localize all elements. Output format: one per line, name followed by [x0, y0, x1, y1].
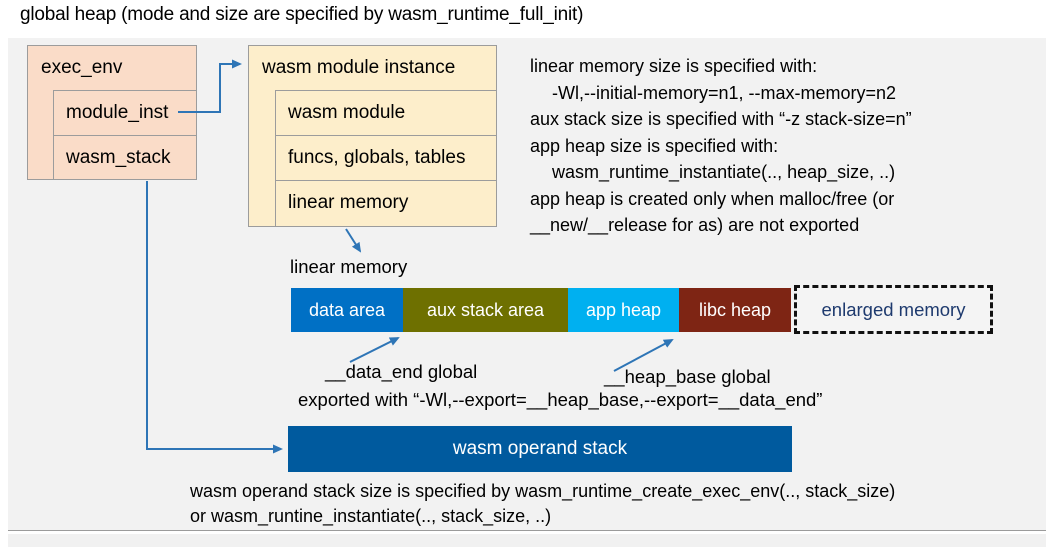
note-line: app heap size is specified with:	[530, 135, 779, 156]
wasm-module-label: wasm module	[288, 102, 406, 123]
linear-memory-row-label: linear memory	[288, 192, 409, 213]
note-line: linear memory size is specified with:	[530, 56, 818, 76]
funcs-globals-tables-box: funcs, globals, tables	[275, 134, 497, 181]
note-line: wasm operand stack size is specified by …	[190, 481, 896, 501]
wasm-stack-label: wasm_stack	[66, 146, 171, 168]
wasm-operand-stack-bar: wasm operand stack	[288, 426, 792, 472]
note-line: __new/__release for as) are not exported	[530, 215, 860, 235]
note-line: aux stack size is specified with “-z sta…	[530, 109, 912, 129]
linear-memory-label: linear memory	[290, 256, 408, 277]
exec-env-header: exec_env	[41, 57, 123, 78]
note-line: app heap is created only when malloc/fre…	[530, 188, 895, 209]
wasm-stack-box: wasm_stack	[53, 134, 197, 180]
module-inst-box: module_inst	[53, 90, 197, 136]
module-instance-header: wasm module instance	[262, 57, 456, 78]
heap-base-global-label: __heap_base global	[604, 366, 771, 387]
app-heap-segment: app heap	[568, 288, 679, 332]
module-inst-label: module_inst	[66, 102, 169, 123]
funcs-globals-tables-label: funcs, globals, tables	[288, 146, 466, 168]
linear-memory-bar: data area aux stack area app heap libc h…	[291, 288, 791, 332]
enlarged-memory-box: enlarged memory	[794, 285, 993, 334]
export-flags-label: exported with “-Wl,--export=__heap_base,…	[298, 389, 823, 410]
data-end-global-label: __data_end global	[325, 361, 478, 382]
note-line: wasm_runtime_instantiate(.., heap_size, …	[552, 162, 896, 182]
libc-heap-segment: libc heap	[679, 288, 791, 332]
bottom-strip	[8, 534, 1046, 547]
data-area-segment: data area	[291, 288, 403, 332]
aux-stack-area-segment: aux stack area	[403, 288, 568, 332]
wasm-module-box: wasm module	[275, 90, 497, 136]
notes-block: linear memory size is specified with: -W…	[530, 53, 1042, 239]
operand-stack-note: wasm operand stack size is specified by …	[190, 479, 895, 529]
linear-memory-row-box: linear memory	[275, 180, 497, 227]
note-line: -Wl,--initial-memory=n1, --max-memory=n2	[552, 82, 897, 103]
diagram-title: global heap (mode and size are specified…	[20, 4, 584, 25]
note-line: or wasm_runtine_instantiate(.., stack_si…	[190, 506, 552, 526]
